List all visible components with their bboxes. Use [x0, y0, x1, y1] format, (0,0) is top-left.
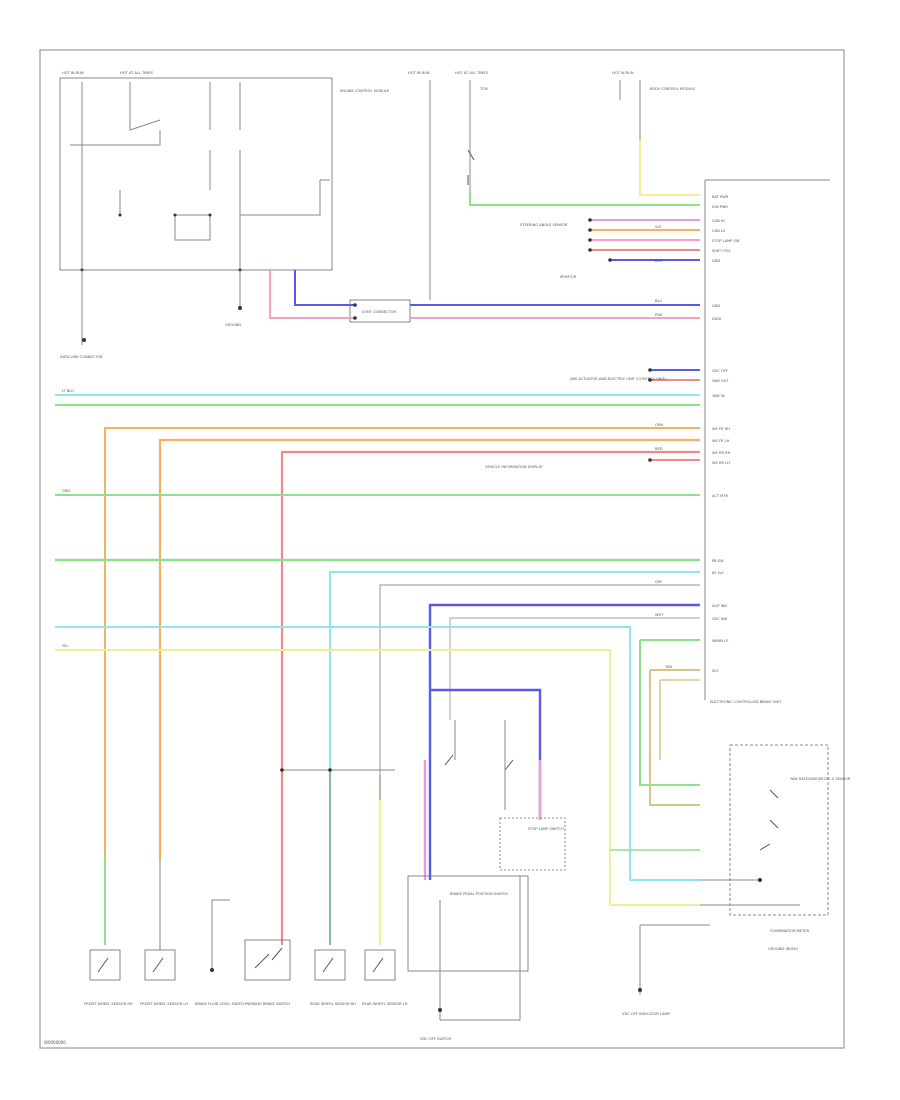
- pin-1: BAT PWR: [712, 195, 729, 199]
- tag-red: RED: [655, 447, 663, 451]
- vdc-switch-label: VDC OFF SWITCH: [420, 1037, 451, 1041]
- wire-green-4: [639, 639, 700, 786]
- rh-sensor-label: FRONT WHEEL SENSOR RH: [84, 1002, 133, 1006]
- vdc-indicator-label: VDC OFF INDICATOR LAMP: [622, 1012, 671, 1016]
- pin-9: DATA: [712, 317, 722, 321]
- wire-yellow-top: [639, 140, 700, 196]
- pin-16: WS RR LH: [712, 461, 730, 465]
- pin-15: WS RR RH: [712, 451, 731, 455]
- pin-2: IGN PWR: [712, 205, 728, 209]
- diagram-corner-id: W0000000: [44, 1040, 66, 1045]
- yaw-sensor-label: YAW RATE/SIDE/DECEL G SENSOR: [790, 777, 851, 781]
- ipdm-note: IPDM E/R: [560, 275, 577, 279]
- wire-tan-2: [659, 679, 700, 760]
- wire-gray-2: [449, 617, 700, 720]
- pin-5: STOP LAMP SW: [712, 239, 740, 243]
- wire-yellow-long: [55, 649, 700, 906]
- pin-7: GND: [712, 259, 720, 263]
- wire-lightblue-3: [55, 626, 700, 881]
- fuse-right-hot-run: HOT IN RUN: [612, 71, 634, 75]
- pin-10: VDC OFF: [712, 369, 728, 373]
- wire-pink-can: [269, 270, 700, 319]
- tag-pnk: PNK: [655, 313, 663, 317]
- tag-vio: VIO: [655, 225, 662, 229]
- tag-grn: GRN: [62, 489, 70, 493]
- bottom-switches: FRONT WHEEL SENSOR RH FRONT WHEEL SENSOR…: [84, 768, 408, 1006]
- fuse-mid-hot-always: HOT AT ALL TIMES: [455, 71, 489, 75]
- right-module: ELECTRONIC CONTROLLED BRAKE UNIT BAT PWR…: [704, 179, 830, 704]
- brake-fluid-label: BRAKE FLUID LEVEL SWITCH: [195, 1002, 246, 1006]
- tag-tan: TAN: [664, 665, 672, 669]
- pin-21: VDC IND: [712, 617, 728, 621]
- pin-18: PB SW: [712, 559, 724, 563]
- stop-lamp-switch-label: STOP LAMP SWITCH: [528, 827, 564, 831]
- tag-yel: YEL: [62, 644, 68, 648]
- bottom-right-lamp: VDC OFF INDICATOR LAMP GROUND (BODY): [622, 924, 799, 1016]
- lh-sensor-label: FRONT WHEEL SENSOR LH: [140, 1002, 188, 1006]
- tag-wht: WHT: [655, 613, 664, 617]
- pedal-switch-label: BRAKE PEDAL POSITION SWITCH: [450, 892, 508, 896]
- pin-3: CAN HI: [712, 219, 725, 223]
- wire-orange-long: [104, 427, 700, 855]
- pin-14: WS FR LH: [712, 439, 730, 443]
- wire-green-top: [469, 190, 700, 206]
- pin-6: SHIFT POS: [712, 249, 731, 253]
- pin-11: YAW OUT: [712, 379, 729, 383]
- wire-blue-can: [294, 270, 700, 306]
- wire-tan-1: [649, 669, 700, 806]
- wire-red-long: [280, 450, 700, 945]
- connector-dots: [353, 218, 652, 462]
- pin-4: CAN LO: [712, 229, 726, 233]
- fuse-label-hot-always: HOT AT ALL TIMES: [120, 71, 154, 75]
- wire-gray-1: [379, 584, 700, 790]
- tag-blk: BLK: [655, 259, 662, 263]
- pin-20: SLIP IND: [712, 604, 727, 608]
- combination-meter-label: COMBINATION METER: [770, 929, 810, 933]
- vdc-note: VEHICLE INFORMATION DISPLAY: [485, 465, 543, 469]
- tag-orn: ORN: [655, 423, 663, 427]
- joint-connector: JOINT CONNECTOR: [349, 299, 411, 323]
- wire-blue-loop: [430, 688, 542, 820]
- joint-connector-label: JOINT CONNECTOR: [361, 310, 396, 314]
- tag-ltblu: LT BLU: [62, 389, 74, 393]
- diagram-frame: [39, 49, 845, 1049]
- ground-right-label: GROUND (BODY): [768, 947, 799, 951]
- pin-17: ACT MTR: [712, 494, 729, 498]
- steering-note: STEERING ANGLE SENSOR: [520, 223, 568, 227]
- rr-sensor-label: REAR WHEEL SENSOR RH: [310, 1002, 356, 1006]
- abs-note: ABS ACTUATOR AND ELECTRIC UNIT (CONTROL …: [570, 377, 667, 381]
- brake-switch-module: STOP LAMP SWITCH BRAKE PEDAL POSITION SW…: [407, 720, 566, 1041]
- bcm-note: BODY CONTROL MODULE: [650, 87, 696, 91]
- pin-13: WS FR RH: [712, 427, 730, 431]
- ground-label: GROUND: [225, 323, 241, 327]
- yaw-sensor: YAW RATE/SIDE/DECEL G SENSOR COMBINATION…: [700, 744, 851, 933]
- wire-tags: BLU PNK LT BLU GRN ORN RED VIO YEL TAN G…: [62, 225, 672, 669]
- tag-gry: GRY: [655, 580, 663, 584]
- parking-brake-label: PARKING BRAKE SWITCH: [246, 1002, 290, 1006]
- pin-19: BF LVL: [712, 571, 724, 575]
- pin-23: SIG: [712, 669, 718, 673]
- wire-orange-2: [158, 438, 700, 860]
- pin-12: YAW IN: [712, 394, 725, 398]
- data-link-note: DATA LINK CONNECTOR: [60, 355, 103, 359]
- fuse-label-hot-run: HOT IN RUN: [62, 71, 84, 75]
- fuse-mid-hot-run: HOT IN RUN: [408, 71, 430, 75]
- ecm-note: ENGINE CONTROL MODULE: [340, 89, 390, 93]
- rl-sensor-label: REAR WHEEL SENSOR LH: [362, 1002, 408, 1006]
- top-middle-fuses: HOT IN RUN HOT AT ALL TIMES TCM HOT IN R…: [408, 71, 696, 300]
- wire-blue-long: [428, 603, 700, 880]
- tcm-note: TCM: [479, 87, 488, 91]
- top-left-module: HOT IN RUN HOT AT ALL TIMES ENGINE CONTR…: [59, 71, 390, 359]
- pin-8: GND: [712, 304, 720, 308]
- pin-22: WARN LP: [712, 639, 729, 643]
- right-module-note: ELECTRONIC CONTROLLED BRAKE UNIT: [710, 700, 782, 704]
- tag-blu: BLU: [655, 299, 662, 303]
